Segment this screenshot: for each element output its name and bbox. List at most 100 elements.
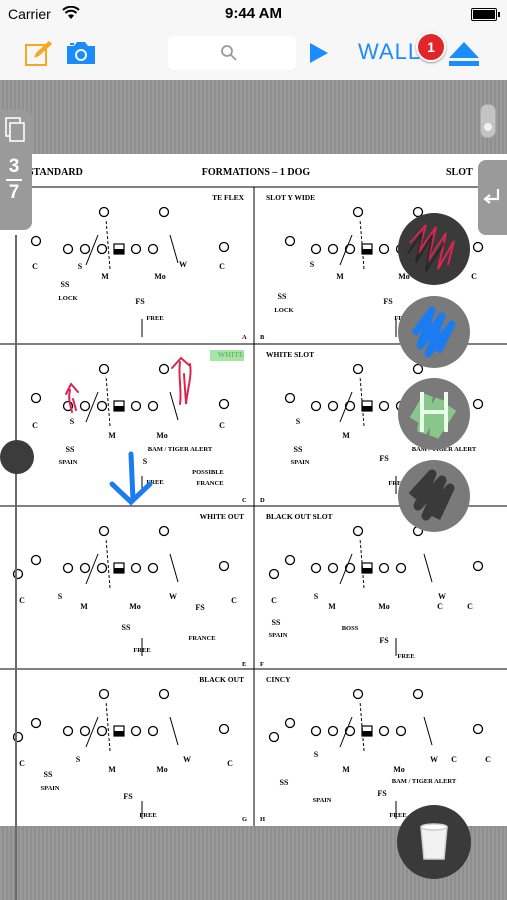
position-label: M xyxy=(101,272,109,281)
position-label: FS xyxy=(195,603,205,612)
notification-badge: 1 xyxy=(416,32,446,62)
player-node xyxy=(96,725,108,737)
position-label: C xyxy=(437,602,443,611)
route-dashed xyxy=(105,700,111,752)
trash-button[interactable] xyxy=(397,805,471,879)
position-label: FREE xyxy=(139,812,156,819)
player-node xyxy=(268,731,280,743)
blue-pen-tool[interactable] xyxy=(398,296,470,368)
route-dashed xyxy=(105,375,111,427)
position-label: FREE xyxy=(389,812,406,819)
player-node xyxy=(79,400,91,412)
player-node xyxy=(352,688,364,700)
player-node xyxy=(147,400,159,412)
eraser-tool[interactable] xyxy=(398,460,470,532)
battery-icon xyxy=(471,8,500,21)
formation-title: TE FLEX xyxy=(212,193,244,202)
position-label: FS xyxy=(135,297,145,306)
player-node xyxy=(96,243,108,255)
position-label: W xyxy=(183,755,191,764)
position-label: FREE xyxy=(397,653,414,660)
search-field[interactable] xyxy=(168,36,296,70)
return-panel[interactable] xyxy=(478,160,507,235)
player-node xyxy=(327,400,339,412)
lock-toggle[interactable] xyxy=(480,104,496,138)
position-label: M xyxy=(108,431,116,440)
player-node xyxy=(472,560,484,572)
player-node xyxy=(412,688,424,700)
position-label: C xyxy=(19,596,25,605)
edit-icon[interactable] xyxy=(24,40,54,68)
page-panel xyxy=(0,110,32,230)
player-node xyxy=(158,363,170,375)
position-label: C xyxy=(32,262,38,271)
camera-icon[interactable] xyxy=(64,40,98,66)
player-node xyxy=(98,525,110,537)
player-node xyxy=(284,717,296,729)
cell-letter: H xyxy=(260,816,265,823)
pages-icon[interactable] xyxy=(4,116,26,144)
position-label: W xyxy=(179,260,187,269)
position-label: C xyxy=(271,596,277,605)
position-label: SS xyxy=(280,778,289,787)
route-dashed xyxy=(359,700,365,752)
blue-pen-icon xyxy=(411,306,456,358)
eject-icon[interactable] xyxy=(447,40,481,68)
center-marker-fill xyxy=(362,406,372,411)
position-label: SPAIN xyxy=(268,632,287,639)
player-node xyxy=(352,363,364,375)
position-label: S xyxy=(78,262,83,271)
cell-letter: G xyxy=(242,816,247,823)
page-slider-track[interactable] xyxy=(15,235,17,900)
route-arrow xyxy=(423,553,433,583)
player-node xyxy=(284,235,296,247)
player-node xyxy=(130,562,142,574)
red-pen-tool[interactable] xyxy=(398,213,470,285)
wall-button[interactable]: WALL xyxy=(358,39,422,64)
center-marker-fill xyxy=(114,406,124,411)
route-arrow xyxy=(339,553,353,585)
cell-letter: E xyxy=(242,661,246,668)
player-node xyxy=(130,243,142,255)
highlighter-tool[interactable] xyxy=(398,378,470,450)
page-slider-handle[interactable] xyxy=(0,440,34,474)
formation-sheet: STANDARD FORMATIONS – 1 DOG SLOT TE FLEX… xyxy=(0,167,507,826)
player-node xyxy=(62,725,74,737)
formation-title: BLACK OUT SLOT xyxy=(266,512,333,521)
red-pen-icon xyxy=(407,224,455,272)
player-node xyxy=(30,717,42,729)
cell-letter: D xyxy=(260,497,265,504)
player-node xyxy=(472,723,484,735)
position-label: FS xyxy=(123,792,133,801)
player-node xyxy=(284,554,296,566)
player-node xyxy=(218,241,230,253)
route-dashed xyxy=(359,375,365,427)
player-node xyxy=(268,568,280,580)
route-arrow xyxy=(339,716,353,748)
player-node xyxy=(378,562,390,574)
player-node xyxy=(30,235,42,247)
player-node xyxy=(327,725,339,737)
player-node xyxy=(218,560,230,572)
position-label: W xyxy=(430,755,438,764)
position-label: LOCK xyxy=(274,307,293,314)
route-arrow xyxy=(85,234,99,266)
position-label: C xyxy=(19,759,25,768)
player-node xyxy=(62,562,74,574)
route-arrow xyxy=(169,234,179,264)
position-label: Mo xyxy=(156,431,168,440)
player-node xyxy=(327,562,339,574)
player-node xyxy=(30,392,42,404)
position-label: SS xyxy=(272,618,281,627)
center-marker-fill xyxy=(362,568,372,573)
player-node xyxy=(96,562,108,574)
player-node xyxy=(79,243,91,255)
play-icon[interactable] xyxy=(308,41,330,65)
player-node xyxy=(472,398,484,410)
return-icon[interactable] xyxy=(482,187,502,207)
formation-cell: SLOT Y WIDEBSMMoCCSSLOCKFSFREE xyxy=(260,193,484,341)
player-node xyxy=(218,723,230,735)
route-arrow xyxy=(85,391,99,423)
route-dashed xyxy=(105,537,111,589)
